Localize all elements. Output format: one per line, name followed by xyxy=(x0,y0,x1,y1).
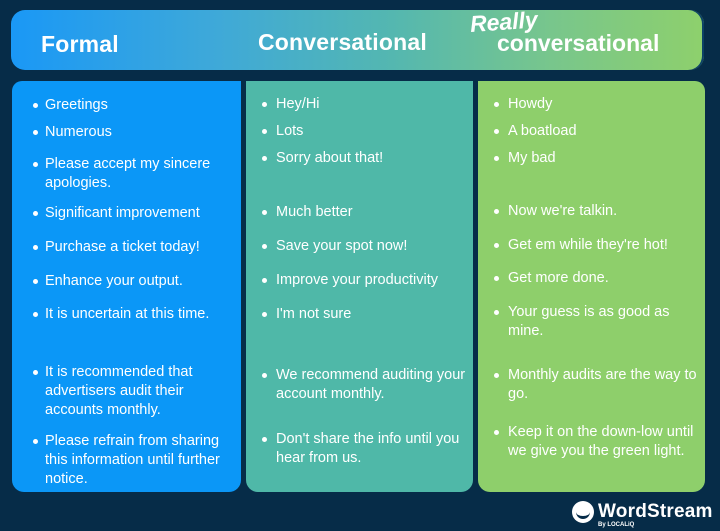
list-item-text: Save your spot now! xyxy=(276,238,408,254)
list-item-text: Purchase a ticket today! xyxy=(45,239,200,255)
list-item-text: It is uncertain at this time. xyxy=(45,306,210,322)
bullet-icon xyxy=(494,209,499,214)
bullet-icon xyxy=(262,156,267,161)
list-item-text: My bad xyxy=(508,150,556,166)
bullet-icon xyxy=(33,162,38,167)
bullet-icon xyxy=(494,243,499,248)
bullet-icon xyxy=(262,312,267,317)
list-item-text: Now we're talkin. xyxy=(508,203,618,219)
list-item: Please accept my sincere apologies. xyxy=(12,155,235,193)
list-item: Purchase a ticket today! xyxy=(12,238,235,257)
bullet-icon xyxy=(494,430,499,435)
bullet-icon xyxy=(494,102,499,107)
logo-name: WordStream xyxy=(598,501,713,522)
list-item: A boatload xyxy=(478,122,699,141)
list-item-text: It is recommended that advertisers audit… xyxy=(45,364,193,418)
list-item: It is recommended that advertisers audit… xyxy=(12,363,235,420)
wordstream-logo-icon xyxy=(572,501,594,523)
list-item: Numerous xyxy=(12,123,235,142)
list-item: My bad xyxy=(478,149,699,168)
list-item: We recommend auditing your account month… xyxy=(246,366,467,404)
list-item: Please refrain from sharing this informa… xyxy=(12,432,235,489)
logo-subtitle: By LOCALiQ xyxy=(598,522,635,528)
list-item-text: I'm not sure xyxy=(276,306,352,322)
header-bar xyxy=(11,10,704,70)
list-item: Your guess is as good as mine. xyxy=(478,303,699,341)
list-item-text: A boatload xyxy=(508,123,577,139)
bullet-icon xyxy=(494,129,499,134)
bullet-icon xyxy=(494,310,499,315)
list-item-text: Much better xyxy=(276,204,353,220)
list-item-text: Improve your productivity xyxy=(276,272,438,288)
list-item: Hey/Hi xyxy=(246,95,467,114)
bullet-icon xyxy=(262,437,267,442)
wordstream-logo: WordStream By LOCALiQ xyxy=(572,501,713,528)
list-item-text: Please refrain from sharing this informa… xyxy=(45,433,220,487)
bullet-icon xyxy=(262,102,267,107)
list-item: Lots xyxy=(246,122,467,141)
list-item: Significant improvement xyxy=(12,204,235,223)
list-item: Greetings xyxy=(12,96,235,115)
list-item-text: Significant improvement xyxy=(45,205,200,221)
list-item-text: We recommend auditing your account month… xyxy=(276,367,466,402)
bullet-icon xyxy=(494,373,499,378)
bullet-icon xyxy=(262,129,267,134)
list-item: Get more done. xyxy=(478,269,699,288)
list-item: Don't share the info until you hear from… xyxy=(246,430,467,468)
list-item-text: Lots xyxy=(276,123,304,139)
list-item: It is uncertain at this time. xyxy=(12,305,235,324)
list-item-text: Howdy xyxy=(508,96,553,112)
bullet-icon xyxy=(33,211,38,216)
list-item: Now we're talkin. xyxy=(478,202,699,221)
bullet-icon xyxy=(262,210,267,215)
list-item: Much better xyxy=(246,203,467,222)
bullet-icon xyxy=(494,156,499,161)
list-item: Sorry about that! xyxy=(246,149,467,168)
list-item-text: Get em while they're hot! xyxy=(508,237,668,253)
bullet-icon xyxy=(33,312,38,317)
list-item-text: Sorry about that! xyxy=(276,150,384,166)
list-item: Monthly audits are the way to go. xyxy=(478,366,699,404)
list-item-text: Get more done. xyxy=(508,270,609,286)
bullet-icon xyxy=(262,373,267,378)
list-item: Get em while they're hot! xyxy=(478,236,699,255)
list-item-text: Greetings xyxy=(45,97,108,113)
title-conversational: conversational xyxy=(497,30,660,56)
bullet-icon xyxy=(262,244,267,249)
list-item-text: Your guess is as good as mine. xyxy=(508,304,670,339)
list-item: Improve your productivity xyxy=(246,271,467,290)
list-item-text: Numerous xyxy=(45,124,112,140)
bullet-icon xyxy=(33,245,38,250)
list-item-text: Enhance your output. xyxy=(45,273,183,289)
column-title-formal: Formal xyxy=(41,31,119,57)
column-title-conversational: Conversational xyxy=(258,29,427,55)
list-item-text: Keep it on the down-low until we give yo… xyxy=(508,424,694,459)
bullet-icon xyxy=(33,279,38,284)
bullet-icon xyxy=(33,130,38,135)
bullet-icon xyxy=(33,370,38,375)
list-item: Howdy xyxy=(478,95,699,114)
list-item-text: Please accept my sincere apologies. xyxy=(45,156,211,191)
list-item-text: Monthly audits are the way to go. xyxy=(508,367,697,402)
list-item: Keep it on the down-low until we give yo… xyxy=(478,423,699,461)
bullet-icon xyxy=(33,103,38,108)
bullet-icon xyxy=(494,276,499,281)
bullet-icon xyxy=(33,439,38,444)
bullet-icon xyxy=(262,278,267,283)
list-item-text: Don't share the info until you hear from… xyxy=(276,431,460,466)
list-item-text: Hey/Hi xyxy=(276,96,320,112)
list-item: Save your spot now! xyxy=(246,237,467,256)
list-item: Enhance your output. xyxy=(12,272,235,291)
list-item: I'm not sure xyxy=(246,305,467,324)
